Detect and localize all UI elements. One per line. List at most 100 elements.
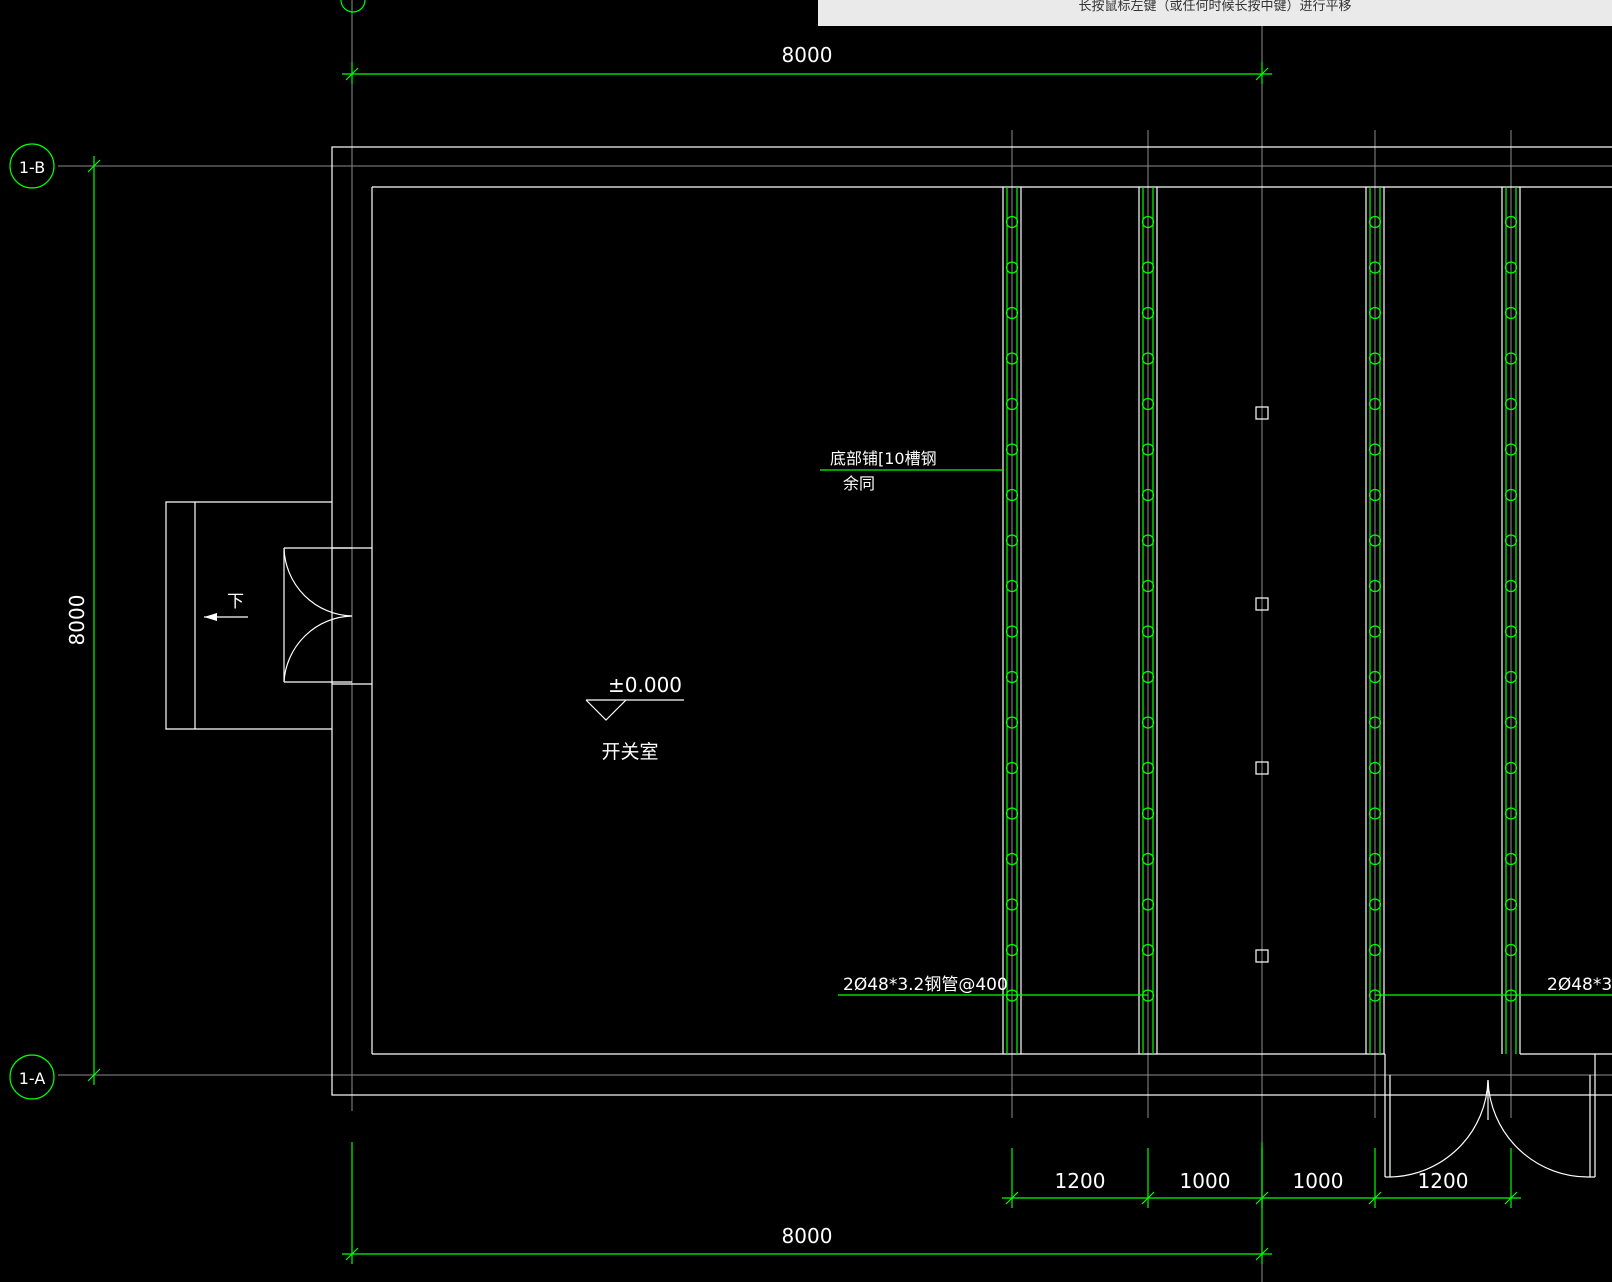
steel-channel	[1138, 187, 1158, 1054]
building-outline	[331, 146, 1612, 1096]
steel-pipe	[1005, 625, 1019, 638]
steel-pipe	[1141, 443, 1155, 456]
pan-hint-text: 长按鼠标左键（或任何时候长按中键）进行平移	[1078, 0, 1352, 14]
steel-pipe	[1005, 534, 1019, 547]
double-door-left	[283, 547, 372, 685]
steel-pipe	[1141, 261, 1155, 274]
steel-pipe	[1368, 215, 1382, 229]
steel-pipe	[1504, 488, 1518, 502]
steel-pipe	[1005, 761, 1019, 775]
pipe-note-left-text: 2Ø48*3.2钢管@400	[843, 975, 1008, 995]
steel-pipe	[1141, 807, 1155, 820]
dim-bottom-8000: 8000	[782, 1224, 833, 1248]
steel-pipe	[1005, 397, 1019, 411]
steel-pipe	[1005, 943, 1019, 957]
steel-pipe	[1005, 306, 1019, 320]
level-mark: ±0.000	[585, 673, 684, 721]
steel-pipe	[1504, 352, 1518, 365]
steel-pipe	[1141, 579, 1155, 593]
steel-pipe	[1368, 716, 1382, 729]
steel-pipe	[1141, 488, 1155, 502]
steel-pipe	[1504, 761, 1518, 775]
steel-pipe	[1504, 943, 1518, 957]
channel-note: 底部铺[10槽钢 余同	[820, 449, 1004, 493]
steel-pipe	[1141, 397, 1155, 411]
axis-label-top: 1-B	[19, 158, 45, 177]
steel-pipe	[1005, 443, 1019, 456]
axis-bubble-bottom: 1-A	[9, 1054, 55, 1100]
dim-seg-3: 1000	[1293, 1169, 1344, 1193]
dimension-bottom: 8000	[342, 1142, 1272, 1264]
steel-pipe	[1005, 215, 1019, 229]
pipe-note-right-text: 2Ø48*3.2	[1547, 975, 1612, 995]
steel-pipe	[1005, 488, 1019, 502]
steel-pipe	[1141, 898, 1155, 911]
pipe-note-left: 2Ø48*3.2钢管@400	[838, 975, 1148, 996]
steel-pipe	[1141, 852, 1155, 866]
steel-pipe	[1368, 807, 1382, 820]
steel-pipe	[1368, 852, 1382, 866]
steel-pipe	[1368, 261, 1382, 274]
steel-pipe	[1141, 306, 1155, 320]
steel-channel	[1365, 187, 1385, 1054]
steel-pipe	[1504, 670, 1518, 684]
steel-pipe	[1141, 215, 1155, 229]
steel-pipe	[1504, 215, 1518, 229]
steel-pipe	[1141, 352, 1155, 365]
steel-pipe	[1368, 670, 1382, 684]
steel-channel	[1002, 187, 1022, 1054]
steel-pipe	[1005, 852, 1019, 866]
steel-pipe	[1141, 670, 1155, 684]
steel-channel-group	[1002, 187, 1521, 1054]
steel-pipe	[1504, 443, 1518, 456]
steel-pipe	[1368, 579, 1382, 593]
steel-pipe	[1504, 261, 1518, 274]
steel-pipe	[1504, 397, 1518, 411]
room-name: 开关室	[601, 741, 658, 763]
dim-top-8000: 8000	[782, 43, 833, 67]
dim-left-8000: 8000	[65, 595, 89, 646]
steel-pipe	[1368, 625, 1382, 638]
double-door-bottom	[1384, 1054, 1596, 1178]
steel-pipe	[1005, 352, 1019, 365]
steel-pipe	[1005, 716, 1019, 729]
steel-pipe	[1504, 716, 1518, 729]
pan-hint-banner: 长按鼠标左键（或任何时候长按中键）进行平移	[818, 0, 1612, 26]
steel-pipe	[1504, 306, 1518, 320]
steel-pipe	[1368, 761, 1382, 775]
steel-pipe	[1368, 443, 1382, 456]
steel-pipe	[1504, 579, 1518, 593]
dim-seg-4: 1200	[1418, 1169, 1469, 1193]
steel-channel	[1501, 187, 1521, 1054]
dimension-left: 8000	[65, 156, 101, 1085]
steel-pipe	[1141, 761, 1155, 775]
axis-bubble-partial	[340, 0, 366, 13]
steel-pipe	[1368, 397, 1382, 411]
steel-pipe	[1005, 579, 1019, 593]
steel-pipe	[1368, 488, 1382, 502]
dim-seg-2: 1000	[1180, 1169, 1231, 1193]
steel-pipe	[1368, 352, 1382, 365]
dim-seg-1: 1200	[1055, 1169, 1106, 1193]
steel-pipe	[1005, 670, 1019, 684]
steel-pipe	[1504, 534, 1518, 547]
steel-pipe	[1005, 261, 1019, 274]
steel-pipe	[1368, 534, 1382, 547]
steel-pipe	[1504, 625, 1518, 638]
steel-pipe	[1504, 852, 1518, 866]
channel-note-line2: 余同	[843, 474, 875, 493]
level-text: ±0.000	[608, 673, 682, 697]
column-markers	[1255, 406, 1269, 963]
dimension-bottom-segments: 1200 1000 1000 1200	[1002, 1148, 1521, 1208]
steel-pipe	[1368, 898, 1382, 911]
stair-down-label: 下	[227, 592, 244, 612]
entrance-stair: 下	[165, 501, 332, 730]
axis-bubble-top: 1-B	[9, 143, 55, 189]
steel-pipe	[1141, 943, 1155, 957]
dimension-top: 8000	[342, 43, 1272, 84]
axis-label-bottom: 1-A	[19, 1069, 46, 1088]
steel-pipe	[1368, 943, 1382, 957]
steel-pipe	[1005, 898, 1019, 911]
pipe-note-right: 2Ø48*3.2	[1375, 975, 1612, 996]
